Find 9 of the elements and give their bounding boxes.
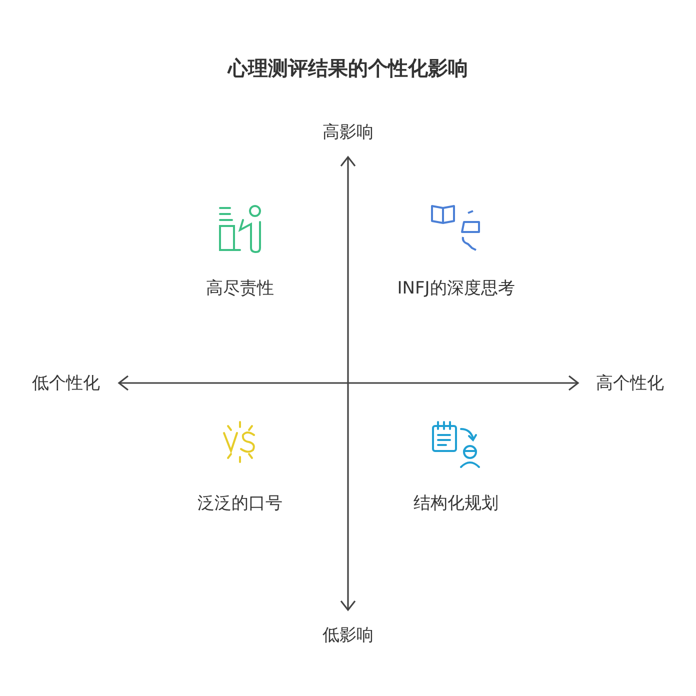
quadrant-label: 结构化规划 bbox=[414, 492, 498, 514]
axis-label: 高个性化 bbox=[596, 372, 664, 394]
axis-label: 低影响 bbox=[322, 624, 374, 646]
axis-label: 高影响 bbox=[322, 122, 374, 144]
chart-title: 心理测评结果的个性化影响 bbox=[226, 55, 469, 82]
quadrant-label: INFJ的深度思考 bbox=[397, 278, 515, 300]
quadrant-label: 高尽责性 bbox=[206, 278, 274, 300]
quadrant-label: 泛泛的口号 bbox=[198, 492, 282, 514]
axis-label: 低个性化 bbox=[32, 372, 100, 394]
